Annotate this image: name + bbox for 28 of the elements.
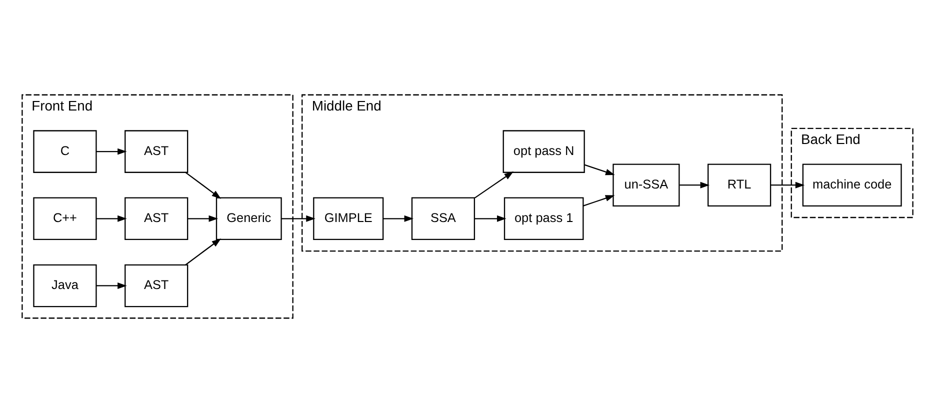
node-box: un-SSA [612,164,680,206]
arrow [96,282,127,289]
arrow [584,164,615,176]
arrow [770,182,805,188]
node-box: SSA [411,197,476,240]
node-box: opt pass 1 [504,197,584,240]
arrow [281,215,316,222]
arrow [474,171,514,198]
node-box: AST [124,130,188,173]
node-box: C++ [33,197,97,240]
node-box: C [33,130,97,173]
node-box: AST [124,197,188,240]
arrow [185,172,222,199]
node-box: opt pass N [502,130,585,173]
arrow [185,238,222,266]
arrow [680,182,710,188]
node-box: RTL [708,164,772,206]
node-box: GIMPLE [313,197,384,240]
arrow [96,215,127,222]
arrow [383,215,414,222]
arrow [474,215,506,222]
node-box: Java [33,264,97,308]
node-box: machine code [802,164,902,206]
arrow [96,148,127,155]
node-box: Generic [216,197,282,240]
node-box: AST [124,264,188,308]
arrow [583,195,615,206]
arrow [188,215,218,222]
